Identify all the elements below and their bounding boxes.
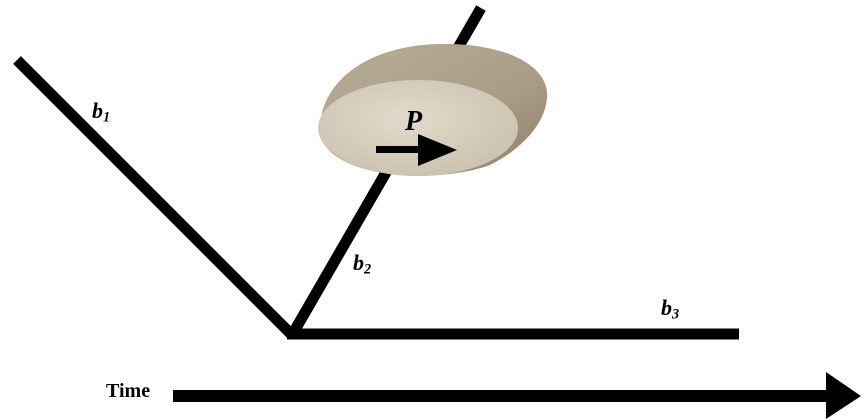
branch-b1-label: b1: [92, 98, 111, 126]
particle-disc-face: [318, 80, 518, 176]
particle-label: P: [405, 106, 423, 137]
time-axis-arrow: [173, 372, 861, 419]
time-axis-label: Time: [106, 380, 151, 402]
particle-disc: [318, 43, 548, 176]
right-arrow-icon: [376, 134, 457, 166]
branch-b1-line: [13, 56, 296, 339]
branch-b2-label: b2: [353, 250, 372, 278]
branch-b3-label: b3: [661, 295, 680, 323]
